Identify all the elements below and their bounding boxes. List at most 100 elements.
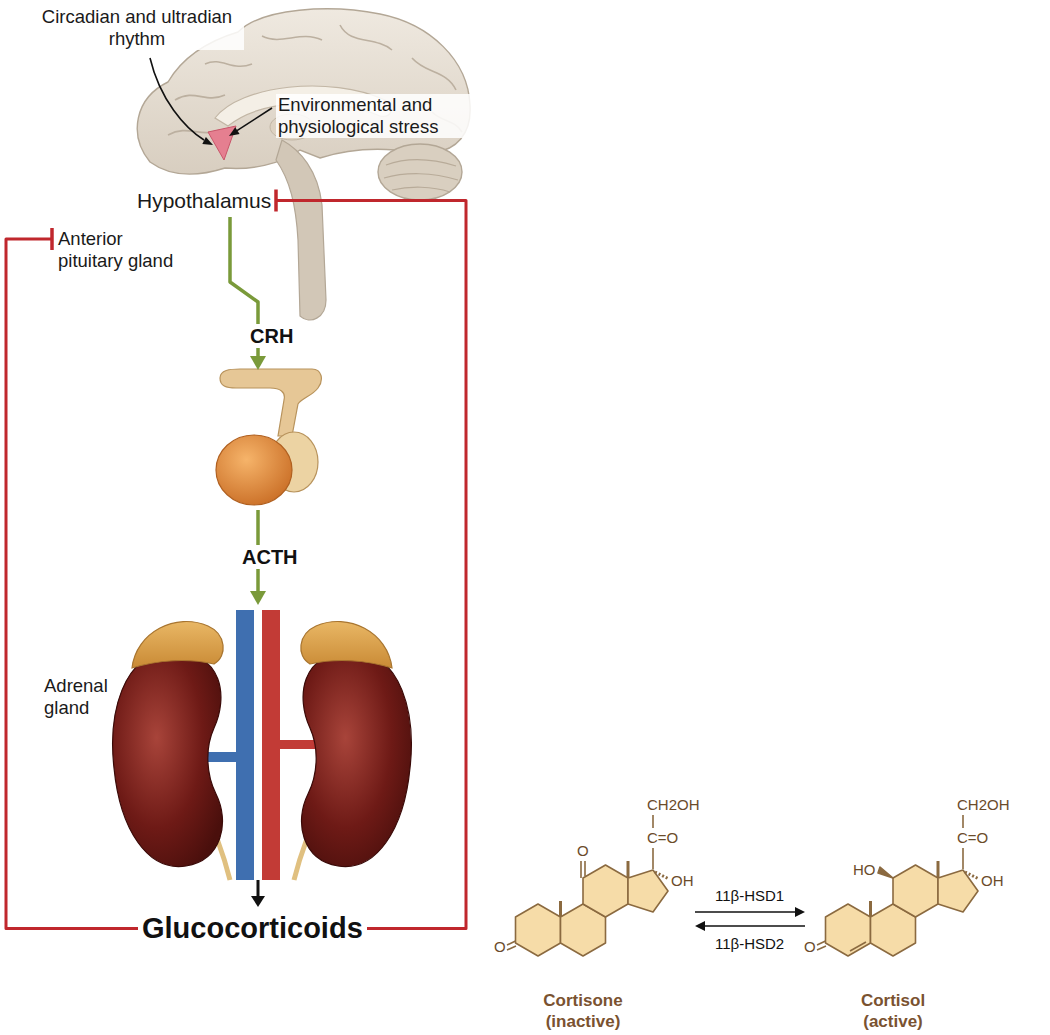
ring — [628, 870, 668, 912]
pituitary-stalk — [220, 369, 321, 436]
brain-gyri — [412, 58, 456, 90]
methyl-wedge — [559, 901, 562, 917]
pituitary-illustration — [216, 369, 321, 505]
atom-label: C=O — [647, 829, 678, 846]
bond — [507, 941, 516, 945]
atom-label: OH — [981, 872, 1004, 889]
arrow-head — [695, 921, 705, 931]
input-label: Circadian and ultradian rhythm — [30, 6, 244, 50]
arrow-head — [795, 907, 805, 917]
adrenal-node: Adrenal gland — [105, 605, 440, 880]
renal-vein — [205, 752, 238, 762]
bond — [507, 946, 516, 950]
bond — [817, 941, 826, 945]
atom-label: O — [494, 938, 506, 955]
bond — [817, 946, 826, 950]
connector — [695, 907, 805, 917]
brain-gyri — [205, 62, 252, 67]
atom-label: O — [577, 842, 589, 859]
right-kidney — [301, 652, 411, 867]
ring — [893, 865, 938, 917]
renal-artery — [278, 740, 318, 749]
atom-label: OH — [671, 872, 694, 889]
ring — [516, 904, 561, 956]
cerebellum-folds — [386, 160, 456, 166]
edge-label: CRH — [248, 324, 295, 348]
leader-arrow — [150, 58, 204, 140]
wedge-bond — [878, 867, 893, 878]
connector-line — [702, 925, 805, 927]
connector-line — [695, 911, 798, 913]
atom-label: CH2OH — [647, 796, 700, 813]
bond — [580, 861, 582, 878]
brainstem — [276, 140, 326, 320]
glucocorticoid-node: Glucocorticoids — [138, 907, 367, 950]
brain-gyri — [175, 95, 225, 100]
atom-label: HO — [853, 861, 876, 878]
left-adrenal — [132, 622, 223, 668]
connector-line — [276, 201, 466, 929]
cerebellum-folds — [384, 160, 458, 192]
input-arrows — [150, 58, 272, 145]
edge-label: ACTH — [240, 545, 300, 569]
organ-label: Adrenal gland — [44, 675, 124, 719]
hormone-label: Glucocorticoids — [142, 911, 363, 946]
pituitary-node: Anterior pituitary gland — [215, 370, 325, 510]
bond — [962, 815, 964, 828]
arrow-head — [229, 127, 240, 136]
connector — [695, 921, 805, 931]
methyl-wedge — [627, 861, 630, 878]
aorta — [262, 610, 280, 880]
compound-name: Cortisone (inactive) — [528, 990, 638, 1032]
arrow-head — [251, 896, 265, 907]
right-adrenal — [301, 622, 392, 668]
atom-label: C=O — [957, 829, 988, 846]
inhibition-bar — [274, 190, 278, 212]
hashed-bond — [655, 872, 669, 879]
ring — [938, 870, 978, 912]
hypothalamus-node: Hypothalamus — [133, 184, 276, 217]
vena-cava — [236, 610, 254, 880]
connector — [276, 190, 466, 929]
atom-label: O — [804, 938, 816, 955]
brain-illustration — [137, 9, 470, 320]
brain-gyri — [262, 36, 322, 40]
bond — [584, 861, 586, 876]
cerebellum — [378, 144, 462, 200]
leader-arrow — [237, 108, 272, 131]
double-bond — [850, 942, 866, 951]
atom-label: CH2OH — [957, 796, 1010, 813]
edge-label: 11β-HSD2 — [713, 935, 786, 953]
arrow-head — [250, 356, 266, 370]
ring — [826, 904, 871, 956]
organ-label: Hypothalamus — [137, 188, 271, 213]
inhibition-bar — [50, 228, 54, 250]
methyl-wedge — [937, 861, 940, 878]
bond — [962, 848, 964, 869]
connector — [251, 880, 265, 907]
kidney-illustration — [113, 610, 412, 880]
cerebellum-folds — [392, 187, 450, 192]
methyl-wedge — [869, 901, 872, 917]
bond — [652, 848, 654, 869]
cortisol-node: Cortisol (active) — [805, 840, 1048, 1032]
brain-gyri — [340, 25, 392, 50]
connector — [6, 228, 138, 929]
arrow-head — [202, 137, 213, 145]
input-label: Environmental and physiological stress — [276, 94, 480, 138]
bond — [652, 815, 654, 828]
left-kidney — [113, 652, 223, 867]
organ-label: Anterior pituitary gland — [58, 228, 183, 272]
compound-name: Cortisol (active) — [848, 990, 938, 1032]
cortisol-structure — [817, 815, 979, 956]
cerebellum-folds — [384, 174, 458, 180]
connector-line — [6, 239, 138, 929]
hypothalamus-region — [208, 126, 236, 160]
arrow-head — [250, 591, 266, 605]
cortisone-node: Cortisone (inactive) — [495, 840, 695, 1032]
ring — [583, 865, 628, 917]
anterior-lobe — [216, 435, 292, 505]
